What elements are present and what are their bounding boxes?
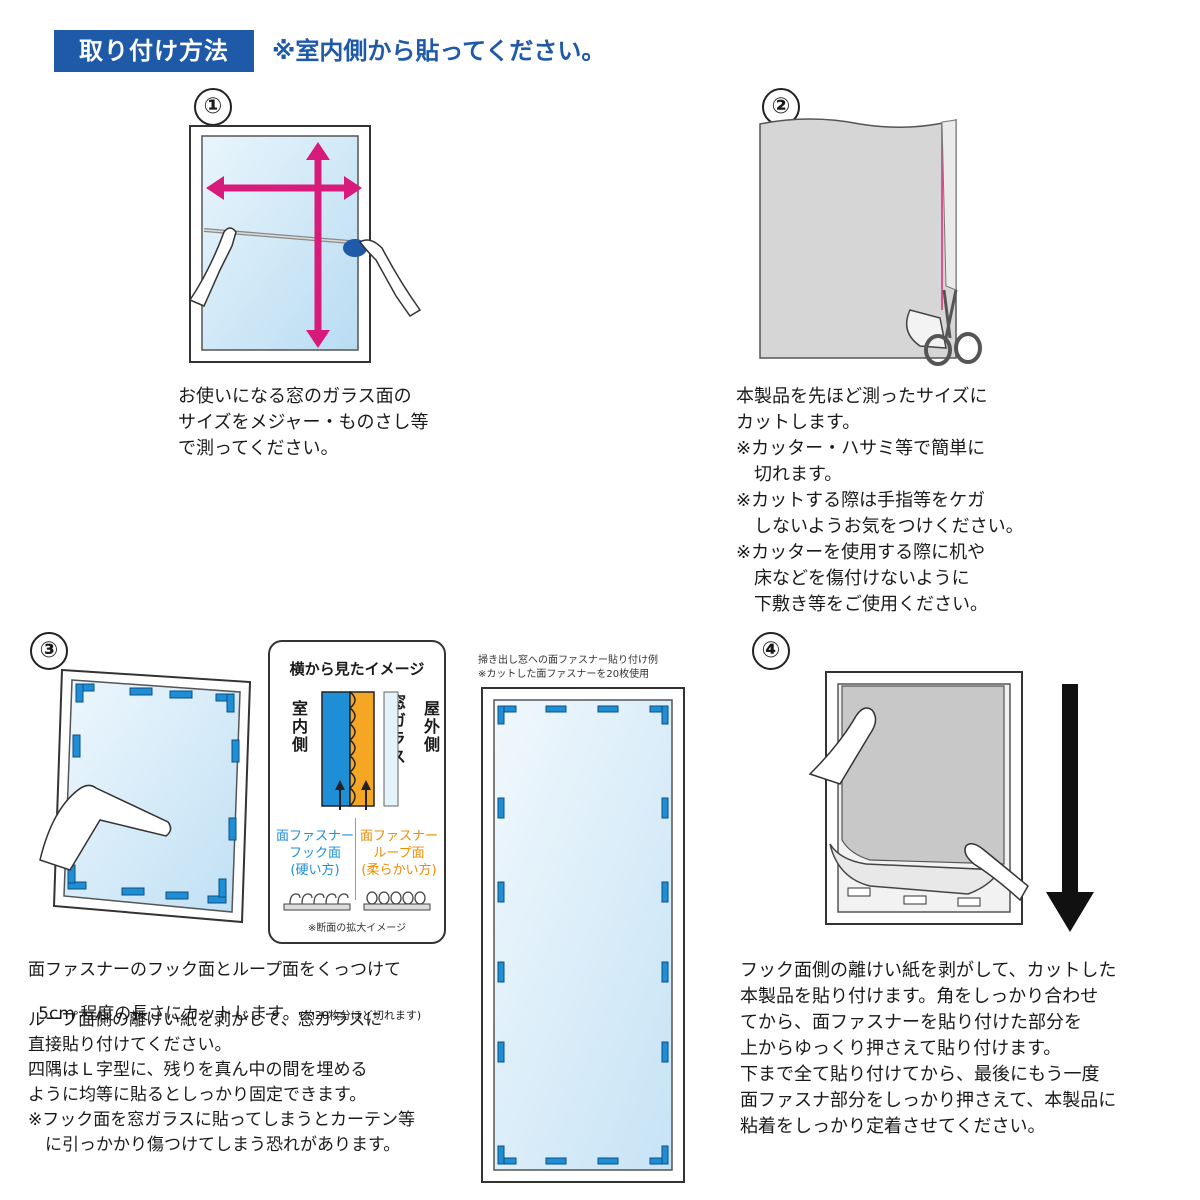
step-1-illustration <box>188 125 422 363</box>
step-3-text-line-2-note: (約20枚分ほど切れます) <box>299 1009 422 1022</box>
sliding-window-caption-2: ※カットした面ファスナーを20枚使用 <box>478 669 650 680</box>
step-3-text-line-2-main: 5cm 程度の長さにカットします。 <box>38 1004 300 1024</box>
side-view-title: 横から見たイメージ <box>289 660 425 678</box>
side-view-indoor-label: 室内側 <box>289 700 308 754</box>
step-2-illustration <box>759 118 982 366</box>
sliding-window-illustration <box>481 687 685 1183</box>
step-3-text-line-2: 5cm 程度の長さにカットします。(約20枚分ほど切れます) <box>28 983 421 1027</box>
step-3-text-rest: ループ面側の離けい紙を剥がして、窓ガラスに 直接貼り付けてください。 四隅はＬ字… <box>28 1010 416 1155</box>
step-4-text: フック面側の離けい紙を剥がして、カットした 本製品を貼り付けます。角をしっかり合… <box>740 960 1117 1137</box>
section-note: ※室内側から貼ってください。 <box>272 37 606 65</box>
step-3-text-line-1: 面ファスナーのフック面とループ面をくっつけて <box>28 960 401 980</box>
hook-face-label: 面ファスナー フック面 (硬い方) <box>276 829 355 878</box>
side-view-outdoor-label: 屋外側 <box>421 700 440 754</box>
side-view-caption: ※断面の拡大イメージ <box>307 923 407 934</box>
step-3-illustration <box>39 668 252 924</box>
step-3-number: ③ <box>30 632 68 670</box>
step-2-text: 本製品を先ほど測ったサイズに カットします。 ※カッター・ハサミ等で簡単に 切れ… <box>736 386 1024 615</box>
step-4-number: ④ <box>752 632 790 670</box>
divider <box>355 818 356 900</box>
loop-face-label: 面ファスナー ループ面 (柔らかい方) <box>359 829 438 878</box>
sliding-window-caption-1: 掃き出し窓への面ファスナー貼り付け例 <box>478 655 658 666</box>
side-view-diagram <box>321 691 399 810</box>
section-title: 取り付け方法 <box>54 30 254 72</box>
step-4-illustration <box>808 671 1094 932</box>
hook-loop-closeup <box>283 891 431 911</box>
step-1-text: お使いになる窓のガラス面の サイズをメジャー・ものさし等 で測ってください。 <box>178 386 429 459</box>
step-1-number: ① <box>194 88 232 126</box>
